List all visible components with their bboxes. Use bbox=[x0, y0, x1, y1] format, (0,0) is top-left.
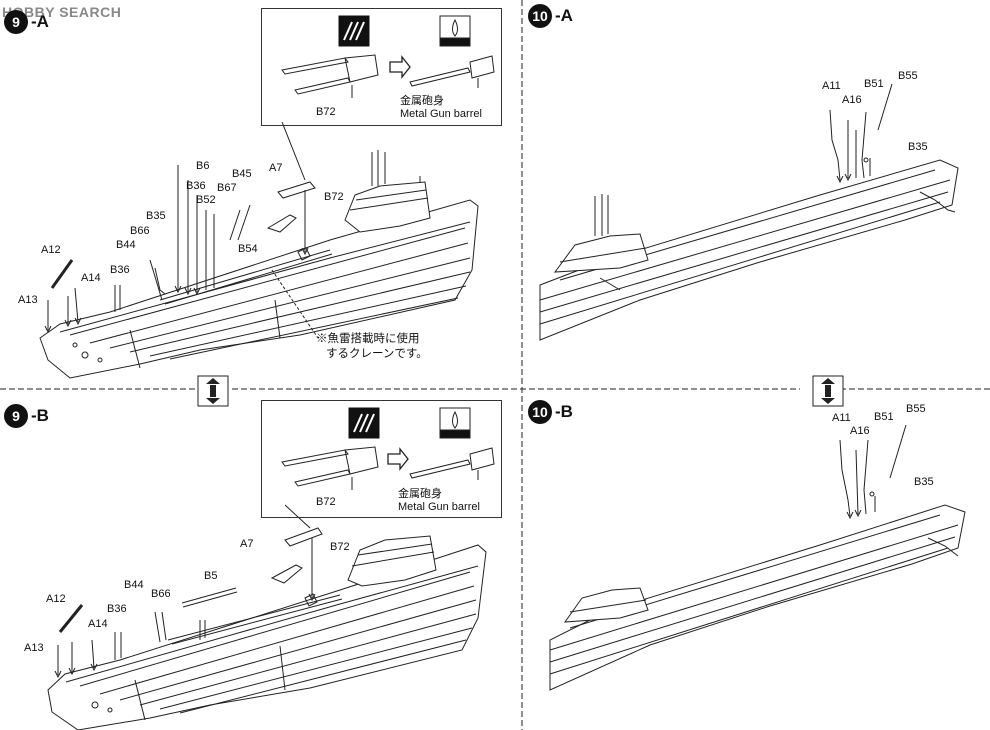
callout-en-label: Metal Gun barrel bbox=[400, 108, 482, 120]
part-label-a12: A12 bbox=[46, 593, 66, 605]
step-9a-header: 9 -A bbox=[4, 10, 49, 34]
part-label-b35: B35 bbox=[146, 210, 166, 222]
step-9b-header: 9 -B bbox=[4, 404, 49, 428]
part-label-a16: A16 bbox=[850, 425, 870, 437]
hull-9a bbox=[39, 121, 479, 379]
part-label-b55: B55 bbox=[906, 403, 926, 415]
part-label-b66: B66 bbox=[151, 588, 171, 600]
part-label-b6: B6 bbox=[196, 160, 210, 172]
part-label-b55: B55 bbox=[898, 70, 918, 82]
part-label-a14: A14 bbox=[88, 618, 108, 630]
callout-part-label: B72 bbox=[316, 106, 336, 118]
step-suffix: -B bbox=[555, 402, 573, 421]
part-label-b45: B45 bbox=[232, 168, 252, 180]
part-label-a13: A13 bbox=[24, 642, 44, 654]
step-number-badge: 9 bbox=[4, 10, 28, 34]
part-label-a7: A7 bbox=[240, 538, 254, 550]
part-label-b66: B66 bbox=[130, 225, 150, 237]
callout-jp-label: 金属砲身 bbox=[400, 95, 444, 107]
step-10b-header: 10 -B bbox=[528, 400, 573, 424]
part-label-b44: B44 bbox=[116, 239, 136, 251]
part-label-b36: B36 bbox=[186, 180, 206, 192]
part-label-b5: B5 bbox=[204, 570, 218, 582]
part-label-b36: B36 bbox=[107, 603, 127, 615]
callout-box-9b bbox=[261, 400, 502, 518]
step-number-badge: 9 bbox=[4, 404, 28, 428]
step-suffix: -B bbox=[31, 406, 49, 425]
step-number-badge: 10 bbox=[528, 4, 552, 28]
callout-jp-label: 金属砲身 bbox=[398, 488, 442, 500]
hull-10b bbox=[549, 424, 966, 691]
callout-part-label: B72 bbox=[316, 496, 336, 508]
part-label-a14: A14 bbox=[81, 272, 101, 284]
hull-9b bbox=[47, 504, 487, 730]
part-label-b52: B52 bbox=[196, 194, 216, 206]
flip-icon-right bbox=[812, 375, 844, 407]
step-10a-header: 10 -A bbox=[528, 4, 573, 28]
part-label-a13: A13 bbox=[18, 294, 38, 306]
part-label-b51: B51 bbox=[864, 78, 884, 90]
part-label-b35: B35 bbox=[908, 141, 928, 153]
part-label-b35: B35 bbox=[914, 476, 934, 488]
step-suffix: -A bbox=[555, 6, 573, 25]
flip-icon-left bbox=[197, 375, 229, 407]
step-suffix: -A bbox=[31, 12, 49, 31]
part-label-a11: A11 bbox=[832, 412, 851, 424]
callout-9a-drawing bbox=[281, 15, 495, 98]
callout-en-label: Metal Gun barrel bbox=[398, 501, 480, 513]
callout-box-9a bbox=[261, 8, 502, 126]
part-label-b67: B67 bbox=[217, 182, 237, 194]
part-label-b72: B72 bbox=[324, 191, 344, 203]
crane-note-line2: するクレーンです。 bbox=[326, 348, 428, 360]
part-label-b36: B36 bbox=[110, 264, 130, 276]
crane-note-line1: ※魚雷搭載時に使用 bbox=[316, 333, 420, 345]
part-label-b72: B72 bbox=[330, 541, 350, 553]
callout-9b-drawing bbox=[281, 407, 495, 490]
watermark: HOBBY SEARCH bbox=[2, 4, 122, 20]
part-label-b44: B44 bbox=[124, 579, 144, 591]
step-number-badge: 10 bbox=[528, 400, 552, 424]
part-label-a7: A7 bbox=[269, 162, 283, 174]
part-label-a12: A12 bbox=[41, 244, 61, 256]
part-label-a16: A16 bbox=[842, 94, 862, 106]
part-label-a11: A11 bbox=[822, 80, 841, 92]
part-label-b54: B54 bbox=[238, 243, 258, 255]
part-label-b51: B51 bbox=[874, 411, 894, 423]
crane-note: ※魚雷搭載時に使用 するクレーンです。 bbox=[316, 332, 428, 362]
hull-10a bbox=[539, 83, 959, 341]
